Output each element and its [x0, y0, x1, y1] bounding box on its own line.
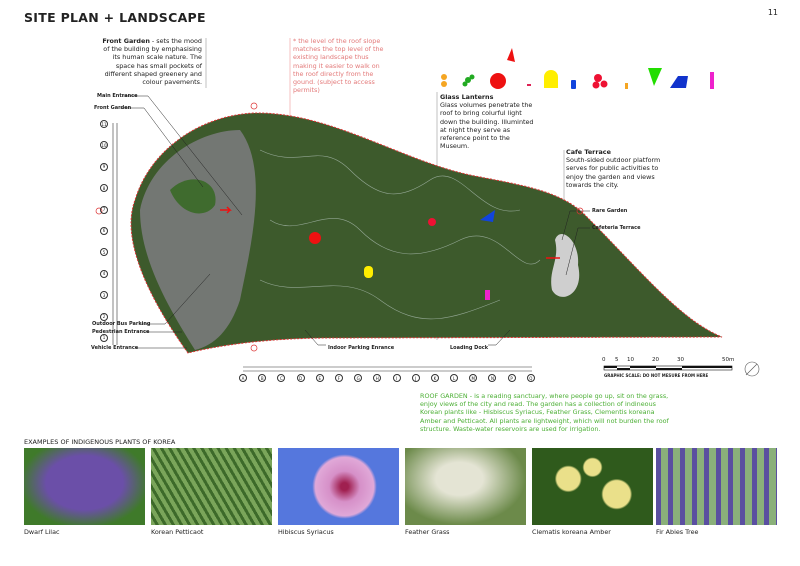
grid-columns: A B C D E F G H I J K L M N P Q [239, 374, 535, 382]
grid-col-marker: A [239, 374, 247, 382]
grid-col-marker: I [392, 374, 401, 382]
plant-name: Clematis koreana Amber [532, 528, 611, 536]
grid-col-marker: F [334, 374, 343, 382]
grid-row-marker: 9 [100, 162, 108, 171]
grid-col-marker: N [488, 374, 497, 382]
page-title: SITE PLAN + LANDSCAPE [24, 10, 206, 25]
grid-col-marker: C [277, 374, 286, 382]
grid-row-marker: 6 [100, 226, 108, 235]
grid-col-marker: D [296, 374, 305, 382]
scale-tick: 30 [677, 357, 684, 363]
grid-col-marker: M [469, 374, 478, 382]
plant-card: Dwarf Lilac [24, 448, 145, 536]
grid-row-marker: 10 [100, 141, 108, 150]
plant-photo [24, 448, 145, 525]
grid-col-marker: L [450, 374, 459, 382]
plant-photo [532, 448, 653, 525]
grid-row-marker: 8 [100, 184, 108, 193]
roof-plan-area [130, 112, 723, 354]
plant-card: Clematis koreana Amber [532, 448, 653, 536]
scale-tick: 0 [602, 357, 606, 363]
label-main-entrance: Main Entrance [97, 93, 138, 99]
plant-photo [656, 448, 777, 525]
graphic-scale-bar [603, 365, 733, 371]
grid-col-marker: B [258, 374, 267, 382]
plant-card: Hibiscus Syriacus [278, 448, 399, 536]
north-arrow [744, 361, 760, 377]
scale-tick: 50m [722, 357, 735, 363]
grid-col-marker: G [354, 374, 363, 382]
label-rare-garden: Rare Garden [592, 208, 628, 214]
grid-col-marker: P [507, 374, 516, 382]
label-cafeteria-terrace: Cafeteria Terrace [592, 225, 641, 231]
plant-card: Fir Abies Tree [656, 448, 777, 536]
scale-tick: 5 [615, 357, 619, 363]
label-front-garden: Front Garden [94, 105, 132, 111]
grid-col-marker: Q [526, 374, 535, 382]
scale-tick: 20 [652, 357, 659, 363]
label-loading-dock: Loading Dock [450, 345, 489, 351]
label-pedestrian-entrance: Pedestrian Entrance [92, 329, 150, 335]
grid-col-marker: J [411, 374, 420, 382]
label-outdoor-bus-parking: Outdoor Bus Parking [92, 321, 151, 327]
plant-name: Feather Grass [405, 528, 450, 536]
plant-photo [405, 448, 526, 525]
plants-section-title: EXAMPLES OF INDIGENOUS PLANTS OF KOREA [24, 438, 176, 446]
grid-col-marker: H [373, 374, 382, 382]
grid-row-marker: 11 [100, 120, 108, 128]
front-garden-note: Front Garden - sets the mood of the buil… [102, 37, 202, 87]
plant-photo [151, 448, 272, 525]
label-indoor-parking: Indoor Parking Enrance [328, 345, 395, 351]
grid-col-marker: E [315, 374, 324, 382]
scale-tick: 10 [627, 357, 634, 363]
grid-row-marker: 4 [100, 269, 108, 278]
roof-garden-note: ROOF GARDEN - is a reading sanctuary, wh… [420, 392, 669, 433]
plant-photo [278, 448, 399, 525]
plant-name: Dwarf Lilac [24, 528, 60, 536]
grid-row-marker: 3 [100, 291, 108, 300]
plant-name: Hibiscus Syriacus [278, 528, 334, 536]
site-plan [95, 38, 760, 377]
grid-row-marker: 7 [100, 205, 108, 214]
label-vehicle-entrance: Vehicle Entrance [91, 345, 139, 351]
plant-name: Fir Abies Tree [656, 528, 699, 536]
plant-card: Korean Petticaot [151, 448, 272, 536]
scale-caption: GRAPHIC SCALE: DO NOT MESURE FROM HERE [604, 373, 709, 378]
grid-row-marker: 5 [100, 248, 108, 257]
grid-rows: 11 10 9 8 7 6 5 4 3 2 1 [100, 120, 108, 342]
grid-row-marker: 1 [100, 333, 108, 342]
glass-lantern-icons [441, 48, 714, 89]
grid-row-marker: 2 [100, 312, 108, 321]
grid-col-marker: K [430, 374, 439, 382]
plant-name: Korean Petticaot [151, 528, 204, 536]
roof-slope-note: * the level of the roof slope matches th… [293, 37, 384, 95]
plant-card: Feather Grass [405, 448, 526, 536]
page-number: 11 [767, 8, 778, 17]
